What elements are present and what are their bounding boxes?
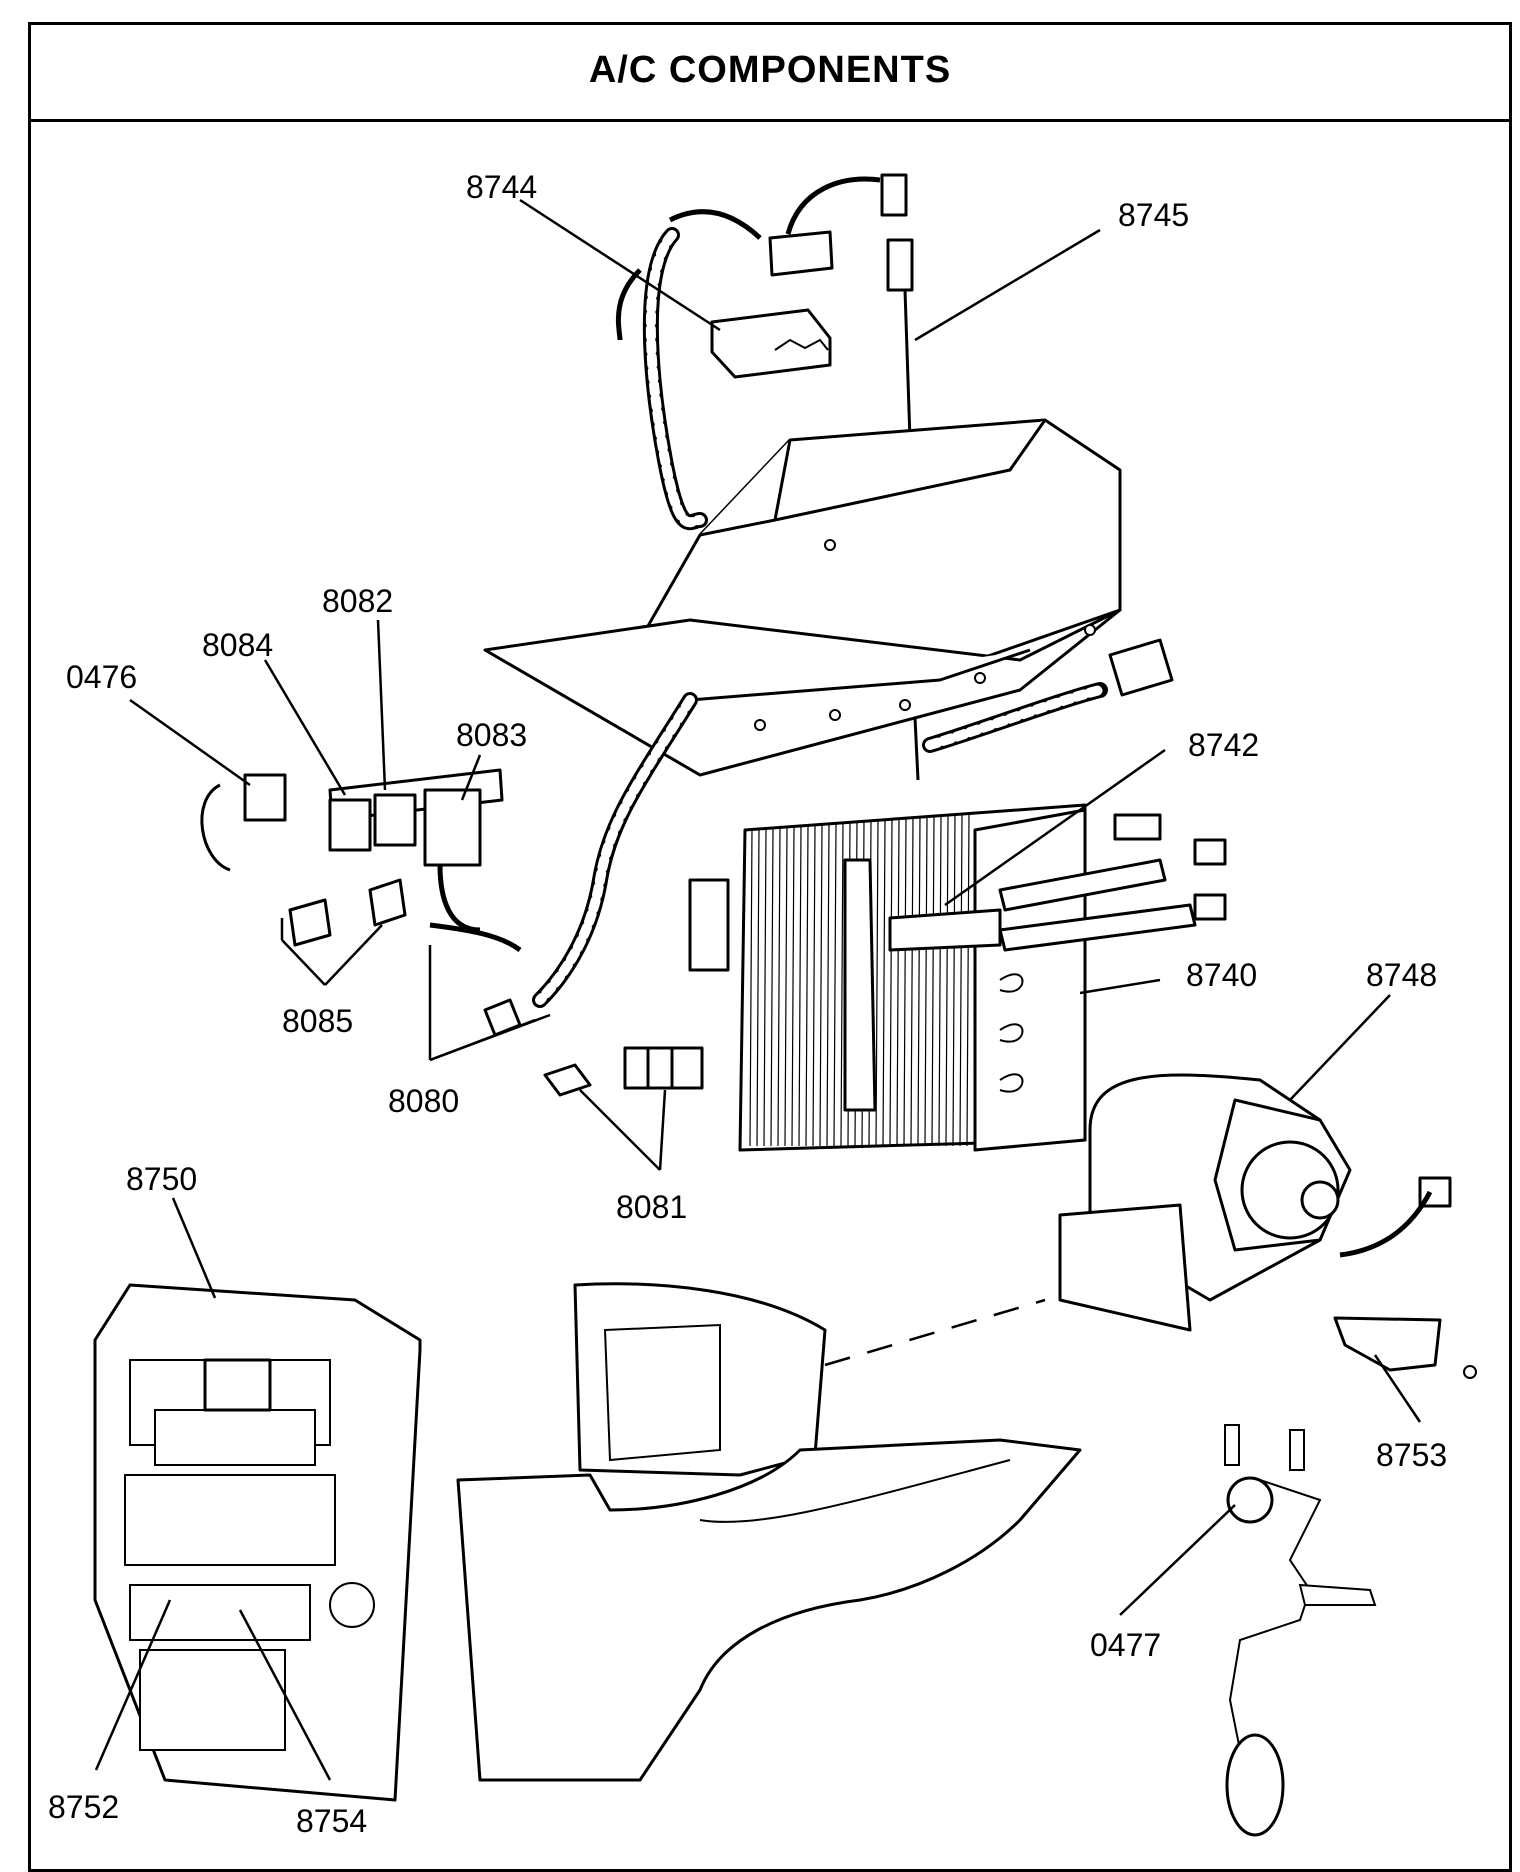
main-harness	[532, 638, 1174, 1008]
callout-8754: 8754	[296, 1803, 367, 1839]
callout-0477: 0477	[1090, 1627, 1161, 1663]
accelerator-pedal	[1224, 1424, 1377, 1837]
callout-0476: 0476	[66, 659, 137, 695]
callout-8745: 8745	[1118, 197, 1189, 233]
callout-8080: 8080	[388, 1083, 459, 1119]
control-panel-bezel	[93, 1283, 422, 1802]
callout-labels: 8744 8745 8082 8084 0476 8083 8742 8740 …	[48, 169, 1447, 1839]
alignment-line	[824, 1298, 1046, 1367]
relay-bank	[200, 768, 522, 953]
leader-lines	[94, 198, 1422, 1781]
callout-8740: 8740	[1186, 957, 1257, 993]
callout-8082: 8082	[322, 583, 393, 619]
harness-connectors	[483, 878, 730, 1097]
callout-8084: 8084	[202, 627, 273, 663]
title-bar: A/C COMPONENTS	[28, 22, 1512, 122]
plenum-duct	[456, 1282, 1082, 1782]
page-title: A/C COMPONENTS	[588, 49, 952, 91]
callout-8742: 8742	[1188, 727, 1259, 763]
blower-assembly	[1058, 1073, 1452, 1332]
blower-switch	[1333, 1316, 1477, 1379]
control-module	[615, 176, 881, 379]
evaporator-core	[738, 803, 1227, 1152]
callout-8750: 8750	[126, 1161, 197, 1197]
callout-8748: 8748	[1366, 957, 1437, 993]
evaporator-cover	[483, 418, 1122, 781]
upper-harness	[642, 227, 708, 531]
callout-8744: 8744	[466, 169, 537, 205]
callout-8753: 8753	[1376, 1437, 1447, 1473]
callout-8752: 8752	[48, 1789, 119, 1825]
temperature-probe	[880, 173, 914, 441]
callout-8085: 8085	[282, 1003, 353, 1039]
callout-8081: 8081	[616, 1189, 687, 1225]
callout-8083: 8083	[456, 717, 527, 753]
